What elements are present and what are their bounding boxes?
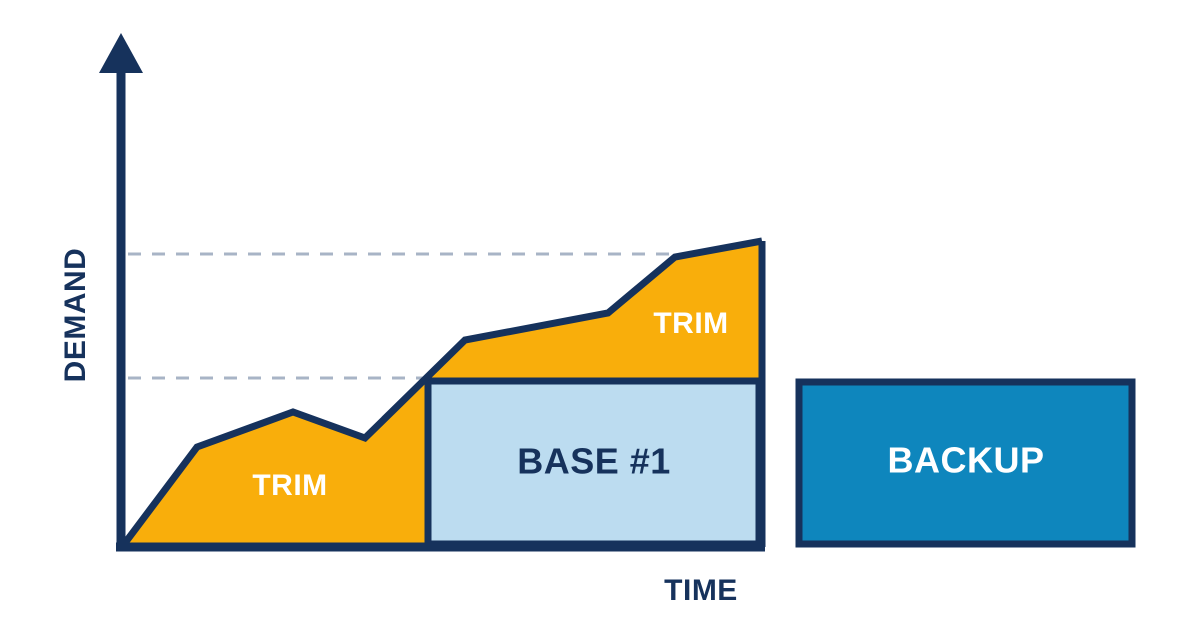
trim-label-left: TRIM	[252, 469, 327, 502]
y-axis-arrowhead-icon	[99, 33, 143, 73]
trim-label-right: TRIM	[653, 307, 728, 340]
backup-block[interactable]	[795, 378, 1136, 548]
y-axis-title: DEMAND	[59, 248, 92, 383]
demand-curve-line	[119, 237, 763, 550]
backup-label: BACKUP	[887, 440, 1044, 481]
x-axis-title: TIME	[664, 574, 738, 607]
base-1-label: BASE #1	[517, 441, 671, 482]
base-1-block[interactable]	[424, 377, 763, 548]
